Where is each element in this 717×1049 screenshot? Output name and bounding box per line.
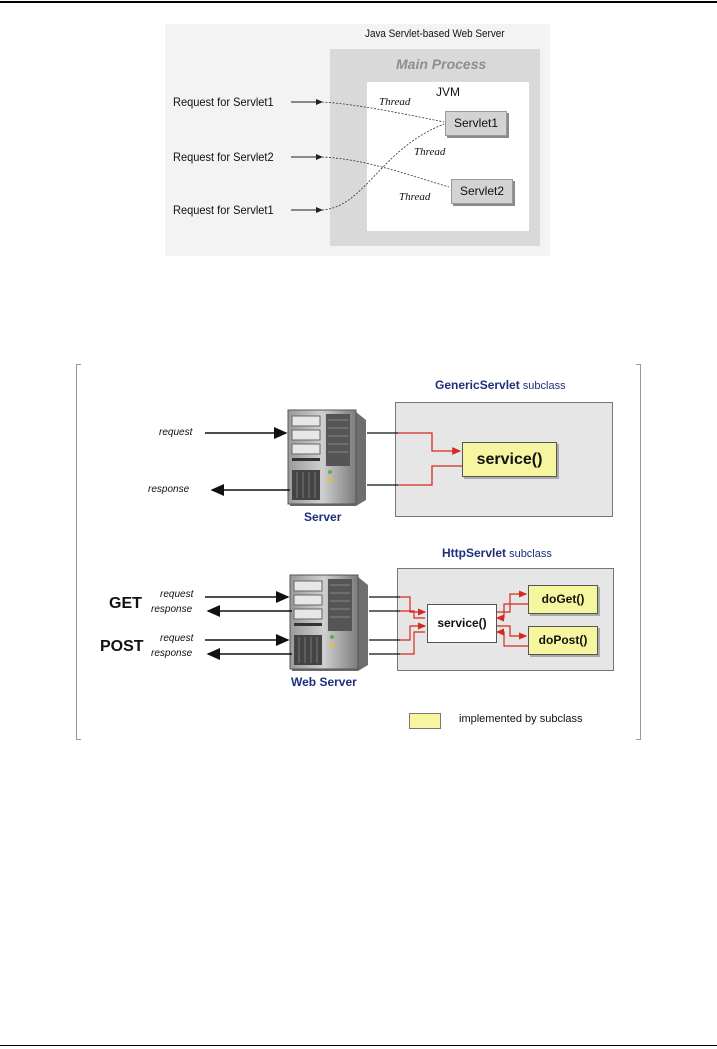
thread-label-2: Thread bbox=[414, 146, 446, 158]
request-label-2: Request for Servlet2 bbox=[173, 150, 274, 164]
red-post-out bbox=[400, 631, 425, 655]
request-label-1: Request for Servlet1 bbox=[173, 95, 274, 109]
bracket-tick bbox=[76, 739, 81, 740]
post-response-label: response bbox=[151, 648, 193, 659]
http-servlet-title: HttpServlet subclass bbox=[442, 546, 552, 560]
bottom-rule bbox=[0, 1045, 717, 1046]
thread-path-2 bbox=[321, 156, 450, 188]
request-arrows bbox=[291, 99, 450, 213]
response-label-top: response bbox=[148, 484, 190, 495]
legend-label: implemented by subclass bbox=[459, 713, 583, 725]
get-request-label: request bbox=[160, 589, 194, 600]
main-process-label: Main Process bbox=[396, 56, 487, 72]
red-get-out bbox=[400, 610, 425, 619]
red-get-in bbox=[400, 596, 427, 616]
bracket-tick bbox=[636, 739, 641, 740]
red-post-in bbox=[400, 622, 427, 641]
servlet-threading-diagram: Java Servlet-based Web Server Main Proce… bbox=[165, 24, 550, 256]
jvm-label: JVM bbox=[436, 85, 460, 99]
dopost-box: doPost() bbox=[528, 626, 598, 655]
red-flow-in bbox=[398, 432, 462, 455]
generic-service-box: service() bbox=[462, 442, 557, 477]
generic-servlet-title: GenericServlet subclass bbox=[435, 378, 566, 392]
request-label-3: Request for Servlet1 bbox=[173, 203, 274, 217]
thread-path-3 bbox=[321, 123, 445, 211]
request-label-top: request bbox=[159, 427, 193, 438]
legend-swatch bbox=[409, 713, 441, 729]
red-from-dopost bbox=[495, 628, 528, 647]
web-server-icon bbox=[289, 574, 368, 671]
bracket-tick bbox=[76, 364, 81, 365]
thread-label-3: Thread bbox=[399, 191, 431, 203]
red-to-doget bbox=[497, 590, 528, 613]
red-flow-out bbox=[398, 465, 462, 486]
post-label: POST bbox=[100, 638, 144, 655]
top-rule bbox=[0, 1, 717, 3]
post-request-label: request bbox=[160, 633, 194, 644]
figure-bracket-left bbox=[76, 364, 77, 740]
get-label: GET bbox=[109, 595, 142, 612]
server-icon bbox=[287, 409, 366, 506]
bracket-tick bbox=[636, 364, 641, 365]
doget-box: doGet() bbox=[528, 585, 598, 614]
figure-bracket-right bbox=[640, 364, 641, 740]
servlet2-box: Servlet2 bbox=[451, 179, 513, 204]
web-server-label: Web Server bbox=[291, 675, 357, 689]
red-from-doget bbox=[495, 603, 528, 622]
red-to-dopost bbox=[497, 625, 528, 640]
servlet1-box: Servlet1 bbox=[445, 111, 507, 136]
thread-path-1 bbox=[321, 101, 445, 123]
server-label: Server bbox=[304, 510, 342, 524]
thread-label-1: Thread bbox=[379, 96, 411, 108]
get-response-label: response bbox=[151, 604, 193, 615]
diagram-title: Java Servlet-based Web Server bbox=[365, 28, 505, 40]
http-service-box: service() bbox=[427, 604, 497, 643]
